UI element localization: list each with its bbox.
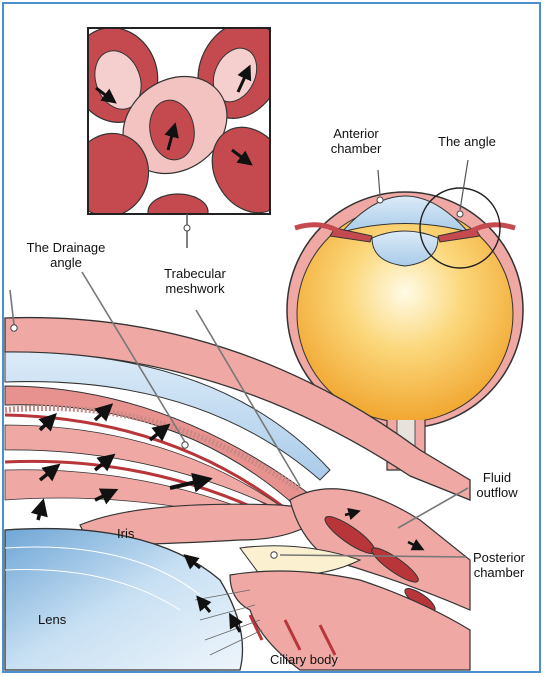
label-fluid-outflow: Fluid outflow xyxy=(462,470,532,500)
label-the-angle: The angle xyxy=(438,134,528,149)
label-posterior-chamber: Posterior chamber xyxy=(458,550,540,580)
label-anterior-chamber: Anterior chamber xyxy=(306,126,406,156)
label-trabecular-meshwork: Trabecular meshwork xyxy=(140,266,250,296)
label-drainage-angle: The Drainage angle xyxy=(6,240,126,270)
meshwork-inset xyxy=(59,8,303,230)
label-iris: Iris xyxy=(117,526,157,541)
label-lens: Lens xyxy=(38,612,98,627)
label-ciliary-body: Ciliary body xyxy=(270,652,370,667)
